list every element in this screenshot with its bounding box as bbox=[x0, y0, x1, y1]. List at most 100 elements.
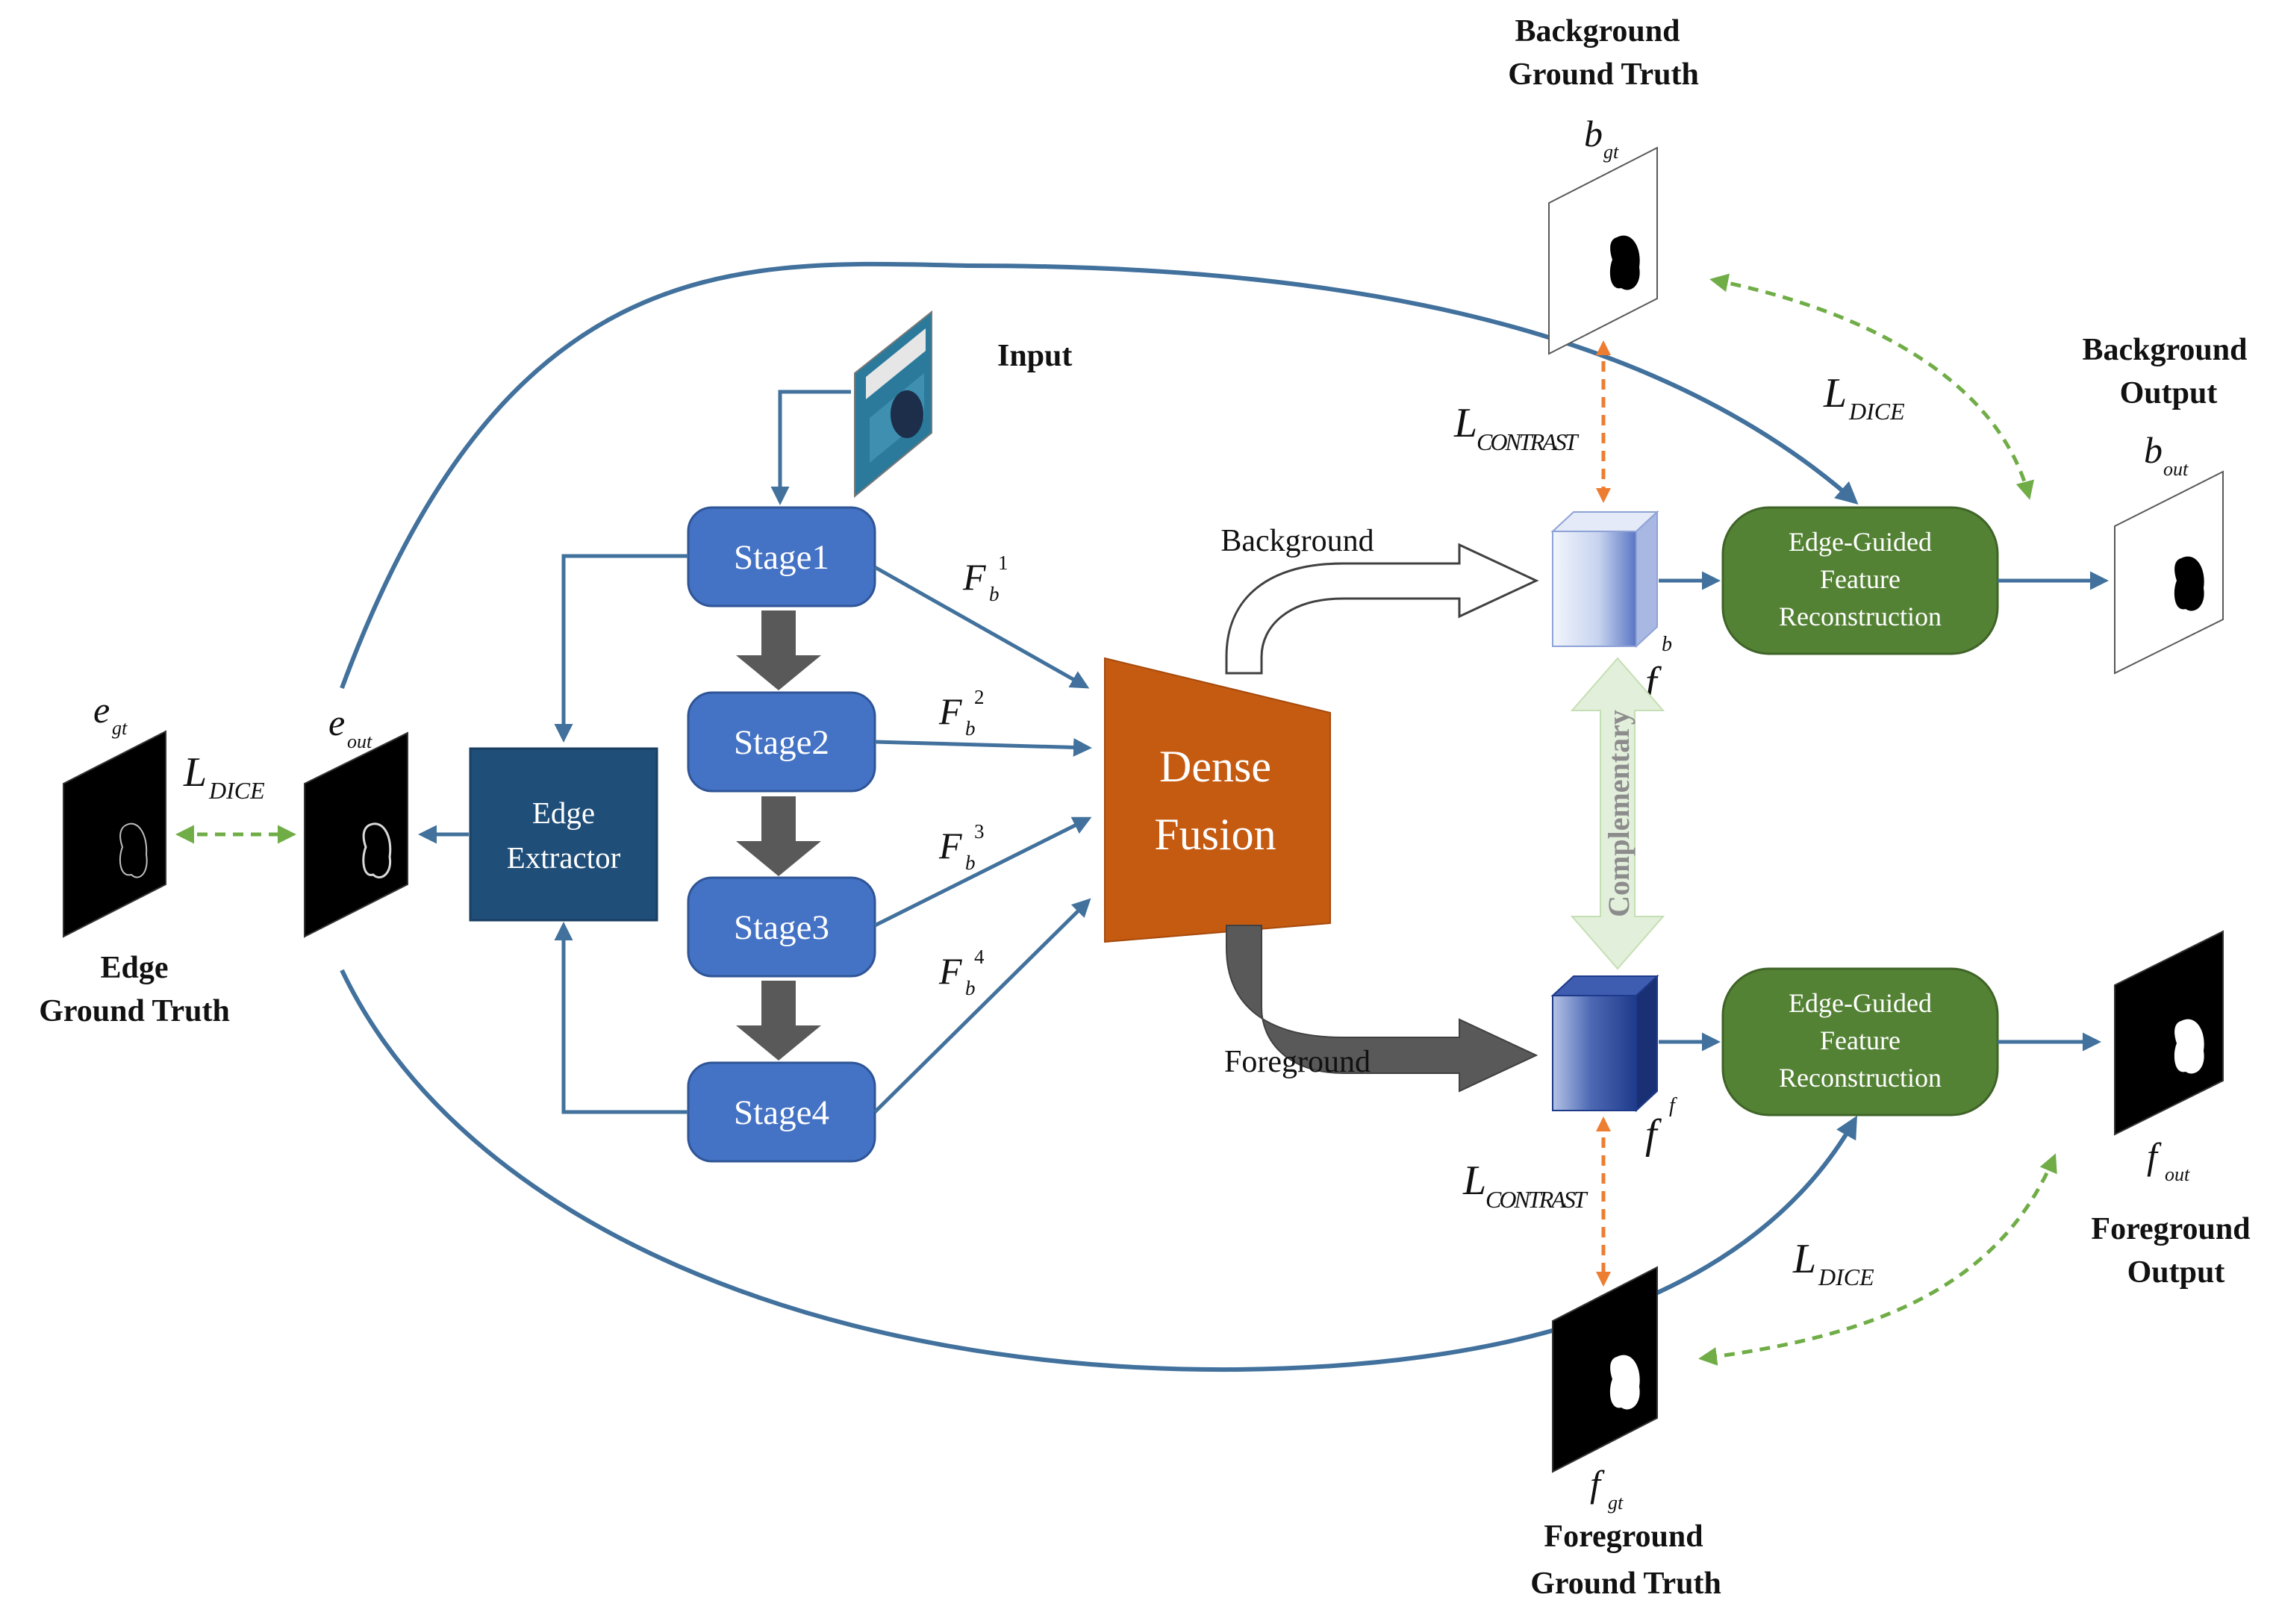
arrow-stage1-to-edge-extractor bbox=[554, 554, 688, 743]
foreground-output-title: Foreground Output bbox=[2091, 1212, 2250, 1290]
svg-text:F: F bbox=[938, 950, 962, 992]
svg-text:gt: gt bbox=[112, 717, 128, 739]
svg-text:F: F bbox=[962, 556, 986, 598]
svg-text:b: b bbox=[989, 583, 1000, 605]
complementary-arrow: Complementary bbox=[1570, 657, 1665, 970]
foreground-feature-cube bbox=[1550, 974, 1659, 1113]
svg-text:Feature: Feature bbox=[1820, 564, 1901, 594]
edge-ground-truth-image bbox=[63, 730, 166, 938]
svg-text:3: 3 bbox=[974, 820, 985, 843]
stage1-box: Stage1 bbox=[687, 506, 876, 608]
svg-text:gt: gt bbox=[1608, 1492, 1624, 1514]
svg-text:Edge-Guided: Edge-Guided bbox=[1789, 527, 1932, 557]
background-flow-label: Background bbox=[1220, 524, 1374, 558]
svg-text:Reconstruction: Reconstruction bbox=[1779, 602, 1942, 631]
dice-loss-background-label: L DICE bbox=[1823, 370, 1905, 425]
svg-text:L: L bbox=[183, 749, 207, 796]
edge-gt-math-label: e gt bbox=[93, 689, 128, 739]
svg-text:Background: Background bbox=[1515, 14, 1680, 49]
svg-text:Fusion: Fusion bbox=[1154, 810, 1276, 859]
foreground-gt-math-label: f gt bbox=[1590, 1463, 1624, 1514]
foreground-output-image bbox=[2114, 930, 2224, 1136]
background-gt-math-label: b gt bbox=[1584, 113, 1619, 163]
svg-text:CONTRAST: CONTRAST bbox=[1485, 1186, 1588, 1213]
feature-label-1: F b 1 bbox=[962, 552, 1008, 605]
svg-text:Stage1: Stage1 bbox=[734, 538, 829, 577]
background-feature-cube bbox=[1550, 510, 1659, 649]
svg-text:L: L bbox=[1462, 1158, 1486, 1204]
svg-text:f: f bbox=[1645, 1111, 1662, 1158]
svg-text:e: e bbox=[93, 689, 110, 731]
svg-text:e: e bbox=[328, 702, 345, 743]
background-flow-arrow bbox=[1225, 543, 1539, 675]
dice-loss-background-arrow bbox=[1709, 273, 2035, 500]
svg-text:CONTRAST: CONTRAST bbox=[1477, 428, 1580, 455]
stage2-box: Stage2 bbox=[687, 691, 876, 793]
svg-text:DICE: DICE bbox=[1848, 398, 1905, 425]
svg-text:DICE: DICE bbox=[1818, 1264, 1874, 1290]
stage3-box: Stage3 bbox=[687, 876, 876, 978]
background-reconstruction-box: Edge-Guided Feature Reconstruction bbox=[1721, 506, 1999, 655]
stage-down-arrows bbox=[736, 610, 821, 1061]
edge-out-math-label: e out bbox=[328, 702, 372, 752]
feature-label-3: F b 3 bbox=[938, 820, 985, 874]
svg-text:Output: Output bbox=[2120, 376, 2218, 410]
edge-output-image bbox=[304, 731, 408, 938]
arrow-input-to-stage1 bbox=[770, 390, 851, 505]
svg-text:Background: Background bbox=[2083, 333, 2248, 367]
svg-text:Ground Truth: Ground Truth bbox=[39, 994, 230, 1028]
svg-text:DICE: DICE bbox=[208, 777, 265, 804]
feature-arrows bbox=[873, 565, 1092, 1114]
background-output-title: Background Output bbox=[2083, 333, 2248, 410]
input-image bbox=[854, 310, 932, 499]
background-output-image bbox=[2114, 470, 2224, 675]
dice-loss-edge-label: L DICE bbox=[183, 749, 265, 804]
dice-loss-foreground-arrow bbox=[1698, 1153, 2057, 1366]
dice-loss-foreground-label: L DICE bbox=[1792, 1236, 1874, 1290]
background-gt-image bbox=[1548, 146, 1658, 355]
svg-text:b: b bbox=[965, 717, 976, 740]
svg-text:out: out bbox=[2163, 458, 2189, 480]
svg-text:out: out bbox=[2165, 1164, 2190, 1185]
svg-text:b: b bbox=[1662, 633, 1672, 656]
svg-text:Foreground: Foreground bbox=[2091, 1212, 2250, 1246]
svg-text:Dense: Dense bbox=[1159, 742, 1271, 791]
svg-text:Edge-Guided: Edge-Guided bbox=[1789, 988, 1932, 1018]
foreground-flow-arrow bbox=[1226, 925, 1538, 1093]
svg-text:gt: gt bbox=[1603, 141, 1619, 163]
background-gt-title: Background Ground Truth bbox=[1508, 14, 1699, 92]
svg-text:Stage4: Stage4 bbox=[734, 1093, 829, 1132]
svg-text:Stage2: Stage2 bbox=[734, 723, 829, 762]
svg-text:1: 1 bbox=[998, 552, 1008, 574]
svg-text:Foreground: Foreground bbox=[1544, 1520, 1703, 1554]
contrast-loss-foreground-label: L CONTRAST bbox=[1462, 1158, 1591, 1213]
svg-text:b: b bbox=[965, 977, 976, 999]
svg-text:f: f bbox=[2147, 1135, 2162, 1177]
svg-text:Stage3: Stage3 bbox=[734, 908, 829, 947]
arc-to-background-reconstruction bbox=[340, 261, 1859, 690]
edge-ground-truth-title: Edge Ground Truth bbox=[39, 951, 230, 1028]
svg-text:Output: Output bbox=[2127, 1255, 2225, 1290]
input-label: Input bbox=[997, 339, 1072, 373]
stage4-box: Stage4 bbox=[687, 1061, 876, 1163]
svg-text:L: L bbox=[1823, 370, 1847, 416]
svg-text:b: b bbox=[1584, 113, 1603, 154]
svg-text:4: 4 bbox=[974, 946, 985, 968]
svg-text:Ground Truth: Ground Truth bbox=[1508, 57, 1699, 92]
svg-text:out: out bbox=[347, 731, 372, 752]
svg-text:F: F bbox=[938, 825, 962, 866]
foreground-gt-image bbox=[1552, 1266, 1658, 1473]
foreground-flow-label: Foreground bbox=[1224, 1045, 1371, 1079]
foreground-gt-title: Foreground Ground Truth bbox=[1530, 1520, 1721, 1601]
feature-label-2: F b 2 bbox=[938, 686, 985, 740]
svg-text:L: L bbox=[1453, 400, 1477, 446]
svg-text:F: F bbox=[938, 690, 962, 732]
svg-text:L: L bbox=[1792, 1236, 1816, 1282]
contrast-loss-background-label: L CONTRAST bbox=[1453, 400, 1582, 455]
foreground-out-math-label: f out bbox=[2147, 1135, 2190, 1185]
arrow-stage4-to-edge-extractor bbox=[554, 922, 688, 1114]
svg-text:Ground Truth: Ground Truth bbox=[1530, 1567, 1721, 1601]
svg-text:Reconstruction: Reconstruction bbox=[1779, 1063, 1942, 1093]
svg-text:Complementary: Complementary bbox=[1602, 710, 1636, 917]
